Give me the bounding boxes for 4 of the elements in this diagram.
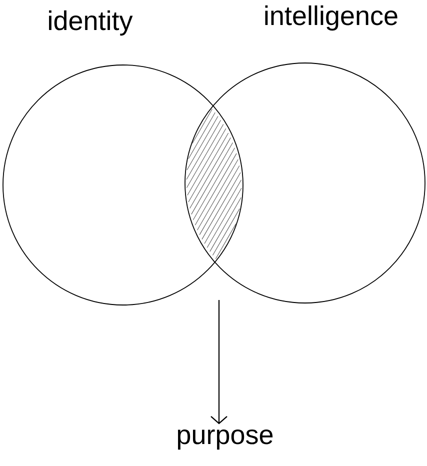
circle-heading: identity xyxy=(49,10,133,36)
arrow xyxy=(210,300,228,424)
result-label: purpose xyxy=(178,429,273,450)
circle-heading: intelligence xyxy=(265,5,398,31)
